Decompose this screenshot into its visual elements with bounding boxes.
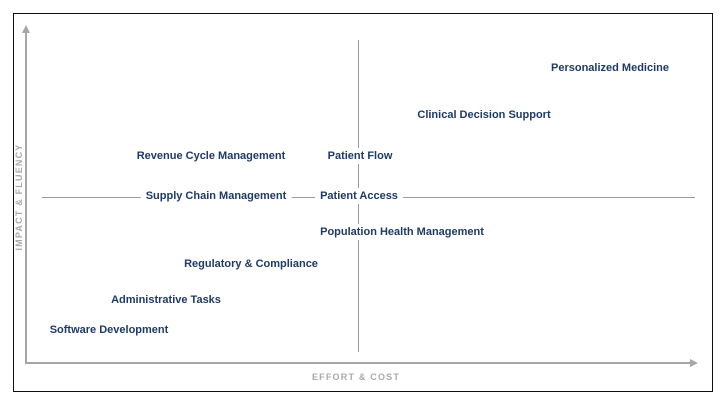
chart-point-label: Population Health Management [315, 224, 489, 240]
x-axis-label: EFFORT & COST [311, 372, 401, 382]
chart-point-label: Revenue Cycle Management [131, 148, 291, 164]
chart-frame-border [13, 13, 713, 392]
chart-point-label: Clinical Decision Support [412, 107, 556, 123]
chart-point-label: Patient Access [315, 188, 403, 204]
y-axis-label: IMPACT & FLUENCY [14, 143, 24, 251]
chart-point-label: Regulatory & Compliance [179, 256, 323, 272]
chart-point-label: Software Development [44, 322, 174, 338]
x-axis-arrow-icon [690, 359, 698, 367]
x-axis-line [26, 362, 691, 364]
y-axis-line [25, 32, 27, 364]
chart-point-label: Patient Flow [322, 148, 398, 164]
chart-point-label: Supply Chain Management [140, 188, 292, 204]
chart-point-label: Administrative Tasks [106, 292, 226, 308]
y-axis-arrow-icon [22, 25, 30, 33]
chart-point-label: Personalized Medicine [546, 60, 674, 76]
